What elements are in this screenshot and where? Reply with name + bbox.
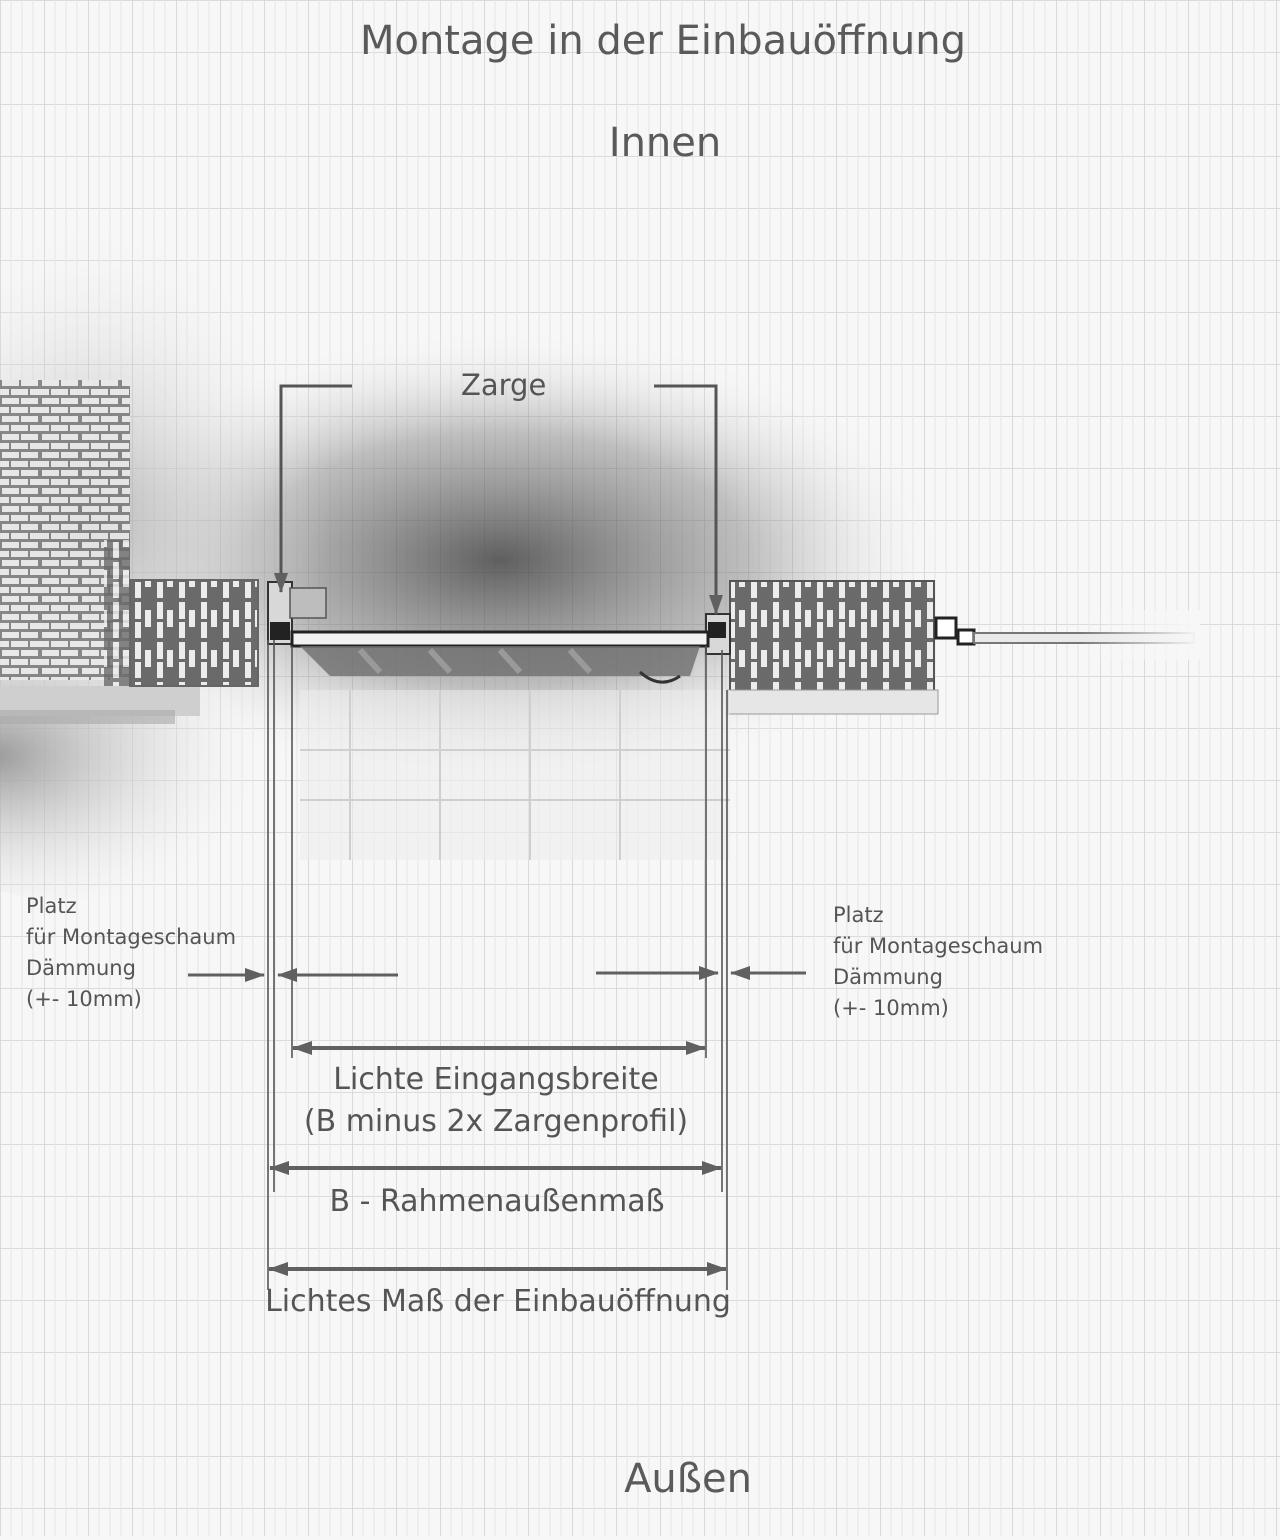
foam-note-left-line: für Montageschaum: [26, 925, 237, 949]
diagram-title: Montage in der Einbauöffnung: [359, 18, 967, 64]
door-leaf: [290, 630, 710, 648]
zarge-leader-right: [654, 384, 723, 615]
masonry-block-right: [730, 581, 934, 691]
clear-entry-formula-label: (B minus 2x Zargenprofil): [303, 1104, 689, 1139]
foam-note-right: Platz für Montageschaum Dämmung (+- 10mm…: [833, 900, 1043, 1024]
foam-note-right-line: (+- 10mm): [833, 996, 949, 1020]
masonry-block-left: [130, 580, 258, 686]
floor-lines: [300, 690, 730, 860]
left-sill-shadow: [0, 710, 175, 724]
door-leaf-body: [300, 646, 700, 676]
foam-note-right-line: Dämmung: [833, 965, 943, 989]
right-profile-fade: [1080, 610, 1200, 660]
frame-right-core: [708, 622, 726, 638]
frame-left-lip: [289, 587, 327, 619]
foam-note-left-line: Platz: [26, 894, 77, 918]
zarge-leader-left: [274, 384, 352, 593]
brick-wall-left-edge: [104, 540, 130, 690]
foam-note-right-line: für Montageschaum: [833, 934, 1044, 958]
clear-entry-width-label: Lichte Eingangsbreite: [333, 1062, 659, 1097]
right-profile-1: [934, 616, 958, 640]
frame-left-core: [270, 622, 290, 640]
inside-label: Innen: [608, 120, 722, 166]
masonry-block-left-border: [129, 579, 259, 687]
foam-note-right-line: Platz: [833, 903, 884, 927]
outside-label: Außen: [624, 1456, 752, 1502]
frame-label: Zarge: [461, 368, 547, 402]
door-handle: [638, 670, 681, 684]
right-sill: [727, 689, 939, 715]
right-profile-2: [956, 628, 976, 646]
foam-note-left-line: (+- 10mm): [26, 987, 142, 1011]
foam-note-left: Platz für Montageschaum Dämmung (+- 10mm…: [26, 891, 236, 1015]
door-leaf-shine: [357, 647, 593, 675]
opening-clear-dimension-label: Lichtes Maß der Einbauöffnung: [265, 1284, 731, 1319]
frame-outer-dimension-label: B - Rahmenaußenmaß: [329, 1184, 665, 1219]
foam-note-left-line: Dämmung: [26, 956, 136, 980]
floor-area: [300, 690, 730, 860]
